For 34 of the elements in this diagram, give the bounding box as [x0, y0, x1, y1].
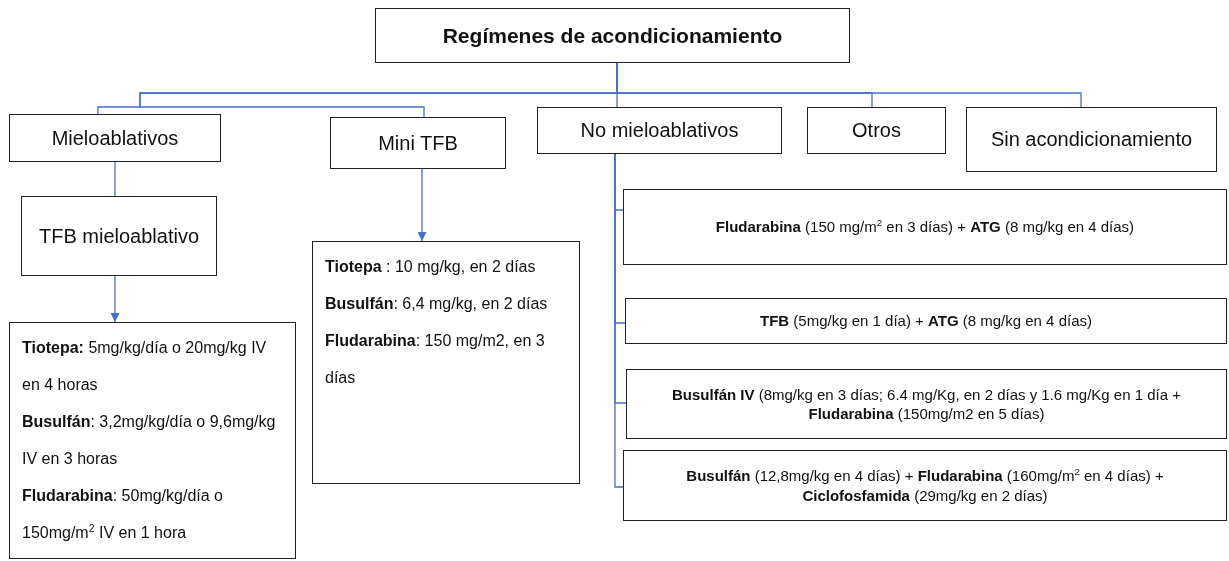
title-text: Regímenes de acondicionamiento	[442, 23, 783, 48]
category-box	[807, 107, 946, 154]
category-label: Otros	[852, 118, 901, 143]
regimen-text: Busulfán IV (8mg/kg en 3 días; 6.4 mg/Kg, en 2 días y 1.6 mg/Kg en 1 día + Fludarabina (150mg/m2 en 5 días)	[671, 384, 1182, 424]
regimen-text: Fludarabina (150 mg/m$^{2}$ en 3 días) + ATG (8 mg/kg en 4 días)	[715, 217, 1135, 237]
regimen-text: TFB (5mg/kg en 1 día) + ATG (8 mg/kg en 4 días)	[760, 311, 1092, 331]
regimen-box	[625, 298, 1227, 344]
category-label: Sin acondicionamiento	[990, 127, 1193, 152]
regimen-box	[623, 450, 1227, 521]
arrow	[110, 275, 120, 323]
dose-text: Busulfán: 6,4 mg/kg, en 2 días	[325, 294, 549, 314]
category-label: Mini TFB	[378, 130, 458, 156]
regimen-box	[623, 189, 1227, 265]
category-box	[9, 114, 221, 162]
category-label: TFB mieloablativo	[38, 223, 200, 249]
arrow	[417, 168, 427, 242]
regimen-text: Busulfán (12,8mg/kg en 4 días) + Fludarabina (160mg/m$^{2}$ en 4 días) + Ciclofosfamida (29mg/kg en 2 días)	[685, 466, 1165, 505]
connector-line	[614, 153, 624, 488]
category-box	[537, 107, 782, 154]
dose-text: Tiotepa: 5mg/kg/día o 20mg/kg IV en 4 horas	[22, 338, 268, 395]
regimen-box	[312, 241, 580, 484]
dose-text: Busulfán: 3,2mg/kg/día o 9,6mg/kg IV en 3 horas	[22, 412, 277, 469]
category-box	[330, 117, 506, 169]
dose-text: Fludarabina: 150 mg/m2, en 3 días	[325, 331, 546, 388]
category-box	[966, 107, 1217, 172]
regimen-box	[9, 322, 296, 559]
connector-line	[114, 161, 116, 197]
regimen-box	[626, 369, 1227, 439]
category-box	[21, 196, 217, 276]
dose-text: Fludarabina: 50mg/kg/día o 150mg/m$^{2}$ IV en 1 hora	[22, 486, 224, 543]
category-label: No mieloablativos	[580, 118, 739, 143]
title-box	[375, 8, 850, 63]
category-label: Mieloablativos	[51, 125, 179, 151]
dose-text: Tiotepa : 10 mg/kg, en 2 días	[325, 257, 537, 277]
